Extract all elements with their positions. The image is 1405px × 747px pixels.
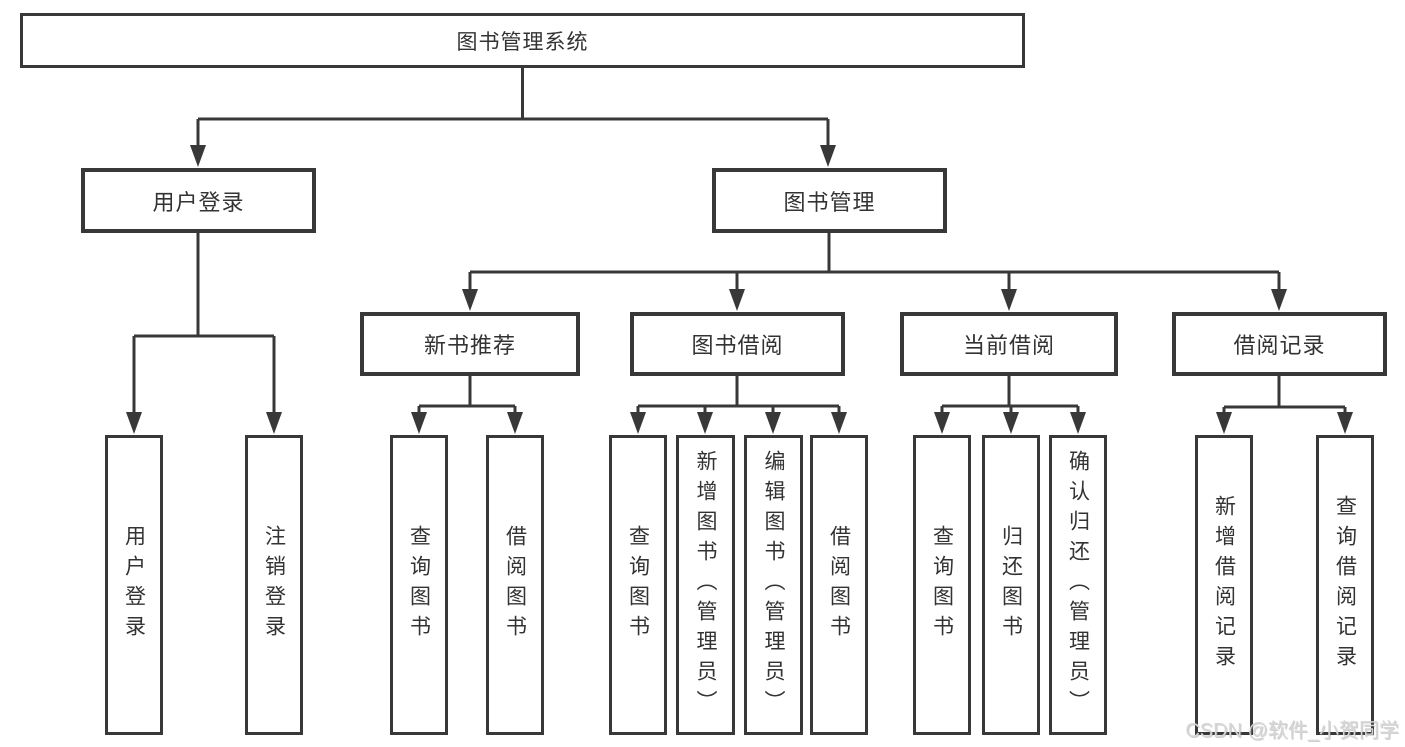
arrow-down-icon [1337, 412, 1353, 434]
leaf-user-login: 用户登录 [105, 435, 163, 735]
arrow-down-icon [831, 412, 847, 434]
leaf-add-borrow-record: 新增借阅记录 [1195, 435, 1253, 735]
arrow-down-icon [507, 412, 523, 434]
node-current-borrow: 当前借阅 [900, 312, 1118, 376]
node-user-login: 用户登录 [81, 168, 316, 233]
arrow-down-icon [934, 412, 950, 434]
leaf-borrow-books-1: 借阅图书 [486, 435, 544, 735]
leaf-edit-books-admin: 编辑图书（管理员） [744, 435, 803, 735]
node-root-system: 图书管理系统 [20, 13, 1025, 68]
arrow-down-icon [765, 412, 781, 434]
node-new-book-recommend: 新书推荐 [360, 312, 580, 376]
connector-user-login-to-leaves [126, 233, 282, 434]
arrow-down-icon [1070, 412, 1086, 434]
connector-root-to-level2 [190, 68, 836, 167]
arrow-down-icon [630, 412, 646, 434]
leaf-return-books: 归还图书 [982, 435, 1040, 735]
connector-current-borrow-to-leaves [934, 376, 1086, 434]
arrow-down-icon [1003, 412, 1019, 434]
leaf-query-books-2: 查询图书 [609, 435, 667, 735]
node-book-borrow: 图书借阅 [630, 312, 845, 376]
connector-borrow-records-to-leaves [1216, 376, 1353, 434]
arrow-down-icon [266, 412, 282, 434]
connector-book-mgmt-to-level3 [462, 233, 1287, 311]
arrow-down-icon [1271, 289, 1287, 311]
leaf-add-books-admin: 新增图书（管理员） [676, 435, 735, 735]
arrow-down-icon [126, 412, 142, 434]
connector-new-books-to-leaves [411, 376, 523, 434]
arrow-down-icon [190, 145, 206, 167]
leaf-query-borrow-record: 查询借阅记录 [1316, 435, 1374, 735]
leaf-query-books-1: 查询图书 [390, 435, 448, 735]
leaf-query-books-3: 查询图书 [913, 435, 971, 735]
node-borrow-records: 借阅记录 [1172, 312, 1387, 376]
arrow-down-icon [462, 289, 478, 311]
leaf-confirm-return-admin: 确认归还（管理员） [1049, 435, 1107, 735]
arrow-down-icon [1216, 412, 1232, 434]
leaf-logout: 注销登录 [245, 435, 303, 735]
arrow-down-icon [729, 289, 745, 311]
arrow-down-icon [697, 412, 713, 434]
node-book-management: 图书管理 [712, 168, 947, 233]
arrow-down-icon [1001, 289, 1017, 311]
leaf-borrow-books-2: 借阅图书 [810, 435, 868, 735]
arrow-down-icon [820, 145, 836, 167]
arrow-down-icon [411, 412, 427, 434]
connector-book-borrow-to-leaves [630, 376, 847, 434]
csdn-watermark: CSDN @软件_小贺同学 [1185, 720, 1399, 742]
